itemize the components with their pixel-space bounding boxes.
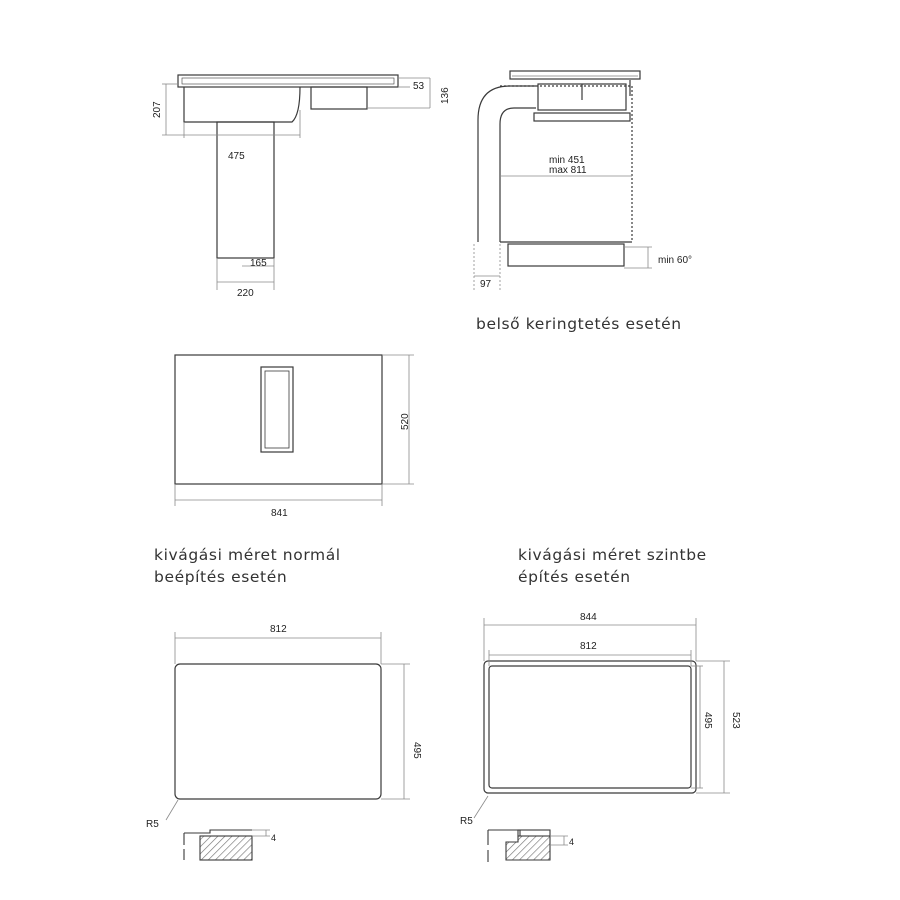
dim-495: 495 [411,742,422,759]
dim-max-811: max 811 [549,165,587,176]
cutout-normal-view [174,663,382,800]
cutout-inner [488,665,692,789]
dim-4-flush: 4 [569,837,574,847]
extractor-grille-outer [260,366,294,453]
label-r5: R5 [146,819,159,830]
dim-min-451: min 451 [549,155,585,166]
dim-165: 165 [250,258,267,269]
cabinet-outline [500,85,633,240]
caption-cutout-normal-line1: kivágási méret normál [154,546,341,564]
caption-cutout-normal: kivágási méret normál beépítés esetén [154,544,341,588]
edge-detail-flush [487,829,568,862]
top-view-dimensions [174,354,414,506]
dim-136: 136 [440,87,451,104]
side-section-dimensions [162,77,431,290]
dim-844: 844 [580,612,597,623]
hob-top [174,354,383,485]
dim-53: 53 [413,81,425,92]
countertop-hatch [199,835,253,861]
dim-475: 475 [228,151,245,162]
cutout-outer [483,660,697,794]
cutout-flush-view [483,660,697,794]
caption-cutout-flush-line2: építés esetén [518,568,631,586]
recirc-duct [477,85,536,242]
hob-plate [509,70,641,80]
extractor-body [183,86,301,123]
top-view [174,354,383,485]
dim-812: 812 [270,624,287,635]
dim-220: 220 [237,288,254,299]
extractor-grille-inner [264,370,290,449]
hob-plate [177,74,399,88]
dim-min-60: min 60° [658,255,692,266]
dim-97: 97 [480,279,492,290]
dim-841: 841 [271,508,288,519]
dim-4: 4 [271,833,276,843]
control-box [310,86,368,110]
countertop-hatch-flush [505,835,551,861]
dim-207: 207 [152,101,163,118]
dim-812-flush: 812 [580,641,597,652]
cutout-outline [174,663,382,800]
label-r5-flush: R5 [460,816,473,827]
side-section-view [177,74,399,259]
caption-cutout-normal-line2: beépítés esetén [154,568,288,586]
dim-495-flush: 495 [702,712,713,729]
caption-cutout-flush-line1: kivágási méret szintbe [518,546,707,564]
cutout-flush-dimensions [473,618,730,819]
shelf [533,112,631,122]
plinth [507,243,625,267]
edge-detail-normal [183,829,270,861]
caption-cutout-flush: kivágási méret szintbe építés esetén [518,544,707,588]
dim-523: 523 [730,712,741,729]
dim-520: 520 [400,413,411,430]
duct [216,121,275,259]
caption-recirculation: belső keringtetés esetén [476,315,682,333]
recirculation-view [477,70,641,267]
cutout-normal-dimensions [165,632,410,821]
hob-inner-plate [181,77,395,85]
recirculation-dimensions [473,175,652,290]
